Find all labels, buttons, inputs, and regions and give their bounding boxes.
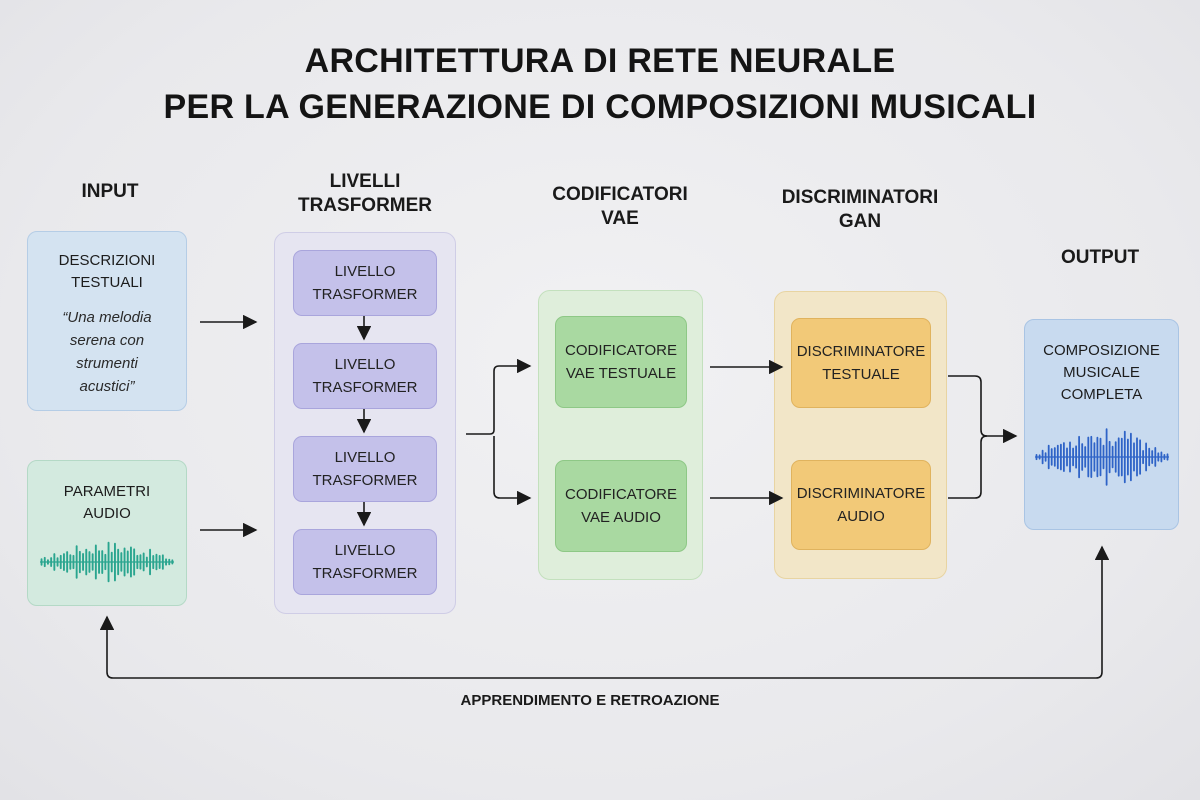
gan-text-discriminator-box: DISCRIMINATORE TESTUALE bbox=[791, 318, 931, 408]
transformer-layer-3: LIVELLO TRASFORMER bbox=[293, 436, 437, 502]
diagram-title-line-1: ARCHITETTURA DI RETE NEURALE bbox=[304, 42, 896, 80]
column-header-output: OUTPUT bbox=[1060, 247, 1140, 268]
gan-audio-discriminator-box: DISCRIMINATORE AUDIO bbox=[791, 460, 931, 550]
feedback-label: APPRENDIMENTO E RETROAZIONE bbox=[460, 692, 720, 709]
feedback-loop-arrow bbox=[99, 545, 1110, 679]
vae-audio-encoder-box: CODIFICATORE VAE AUDIO bbox=[555, 460, 687, 552]
input-text-descriptions-box: DESCRIZIONI TESTUALI “Una melodia serena… bbox=[27, 231, 187, 411]
input-text-example-quote: “Una melodia serena con strumenti acusti… bbox=[62, 309, 152, 395]
arrow-transformer-to-vae-audio bbox=[493, 436, 532, 506]
arrow-gan-audio-to-output bbox=[948, 435, 988, 499]
input-audio-parameters-label: PARAMETRI AUDIO bbox=[63, 483, 151, 522]
input-text-descriptions-label: DESCRIZIONI TESTUALI bbox=[58, 252, 156, 291]
column-header-input: INPUT bbox=[81, 181, 139, 202]
arrow-transformer-to-vae-text bbox=[466, 358, 532, 435]
vae-text-encoder-box: CODIFICATORE VAE TESTUALE bbox=[555, 316, 687, 408]
output-composition-label: COMPOSIZIONE MUSICALE COMPLETA bbox=[1043, 342, 1160, 403]
arrow-gan-text-to-output bbox=[948, 375, 1018, 444]
diagram-title-line-2: PER LA GENERAZIONE DI COMPOSIZIONI MUSIC… bbox=[163, 88, 1037, 126]
column-header-vae: CODIFICATORI VAE bbox=[552, 184, 688, 229]
transformer-layer-1: LIVELLO TRASFORMER bbox=[293, 250, 437, 316]
transformer-layer-2: LIVELLO TRASFORMER bbox=[293, 343, 437, 409]
output-audio-waveform-icon bbox=[1035, 428, 1169, 486]
column-header-transformer: LIVELLI TRASFORMER bbox=[297, 171, 433, 216]
output-composition-box: COMPOSIZIONE MUSICALE COMPLETA bbox=[1024, 319, 1179, 530]
column-header-gan: DISCRIMINATORI GAN bbox=[781, 187, 939, 232]
